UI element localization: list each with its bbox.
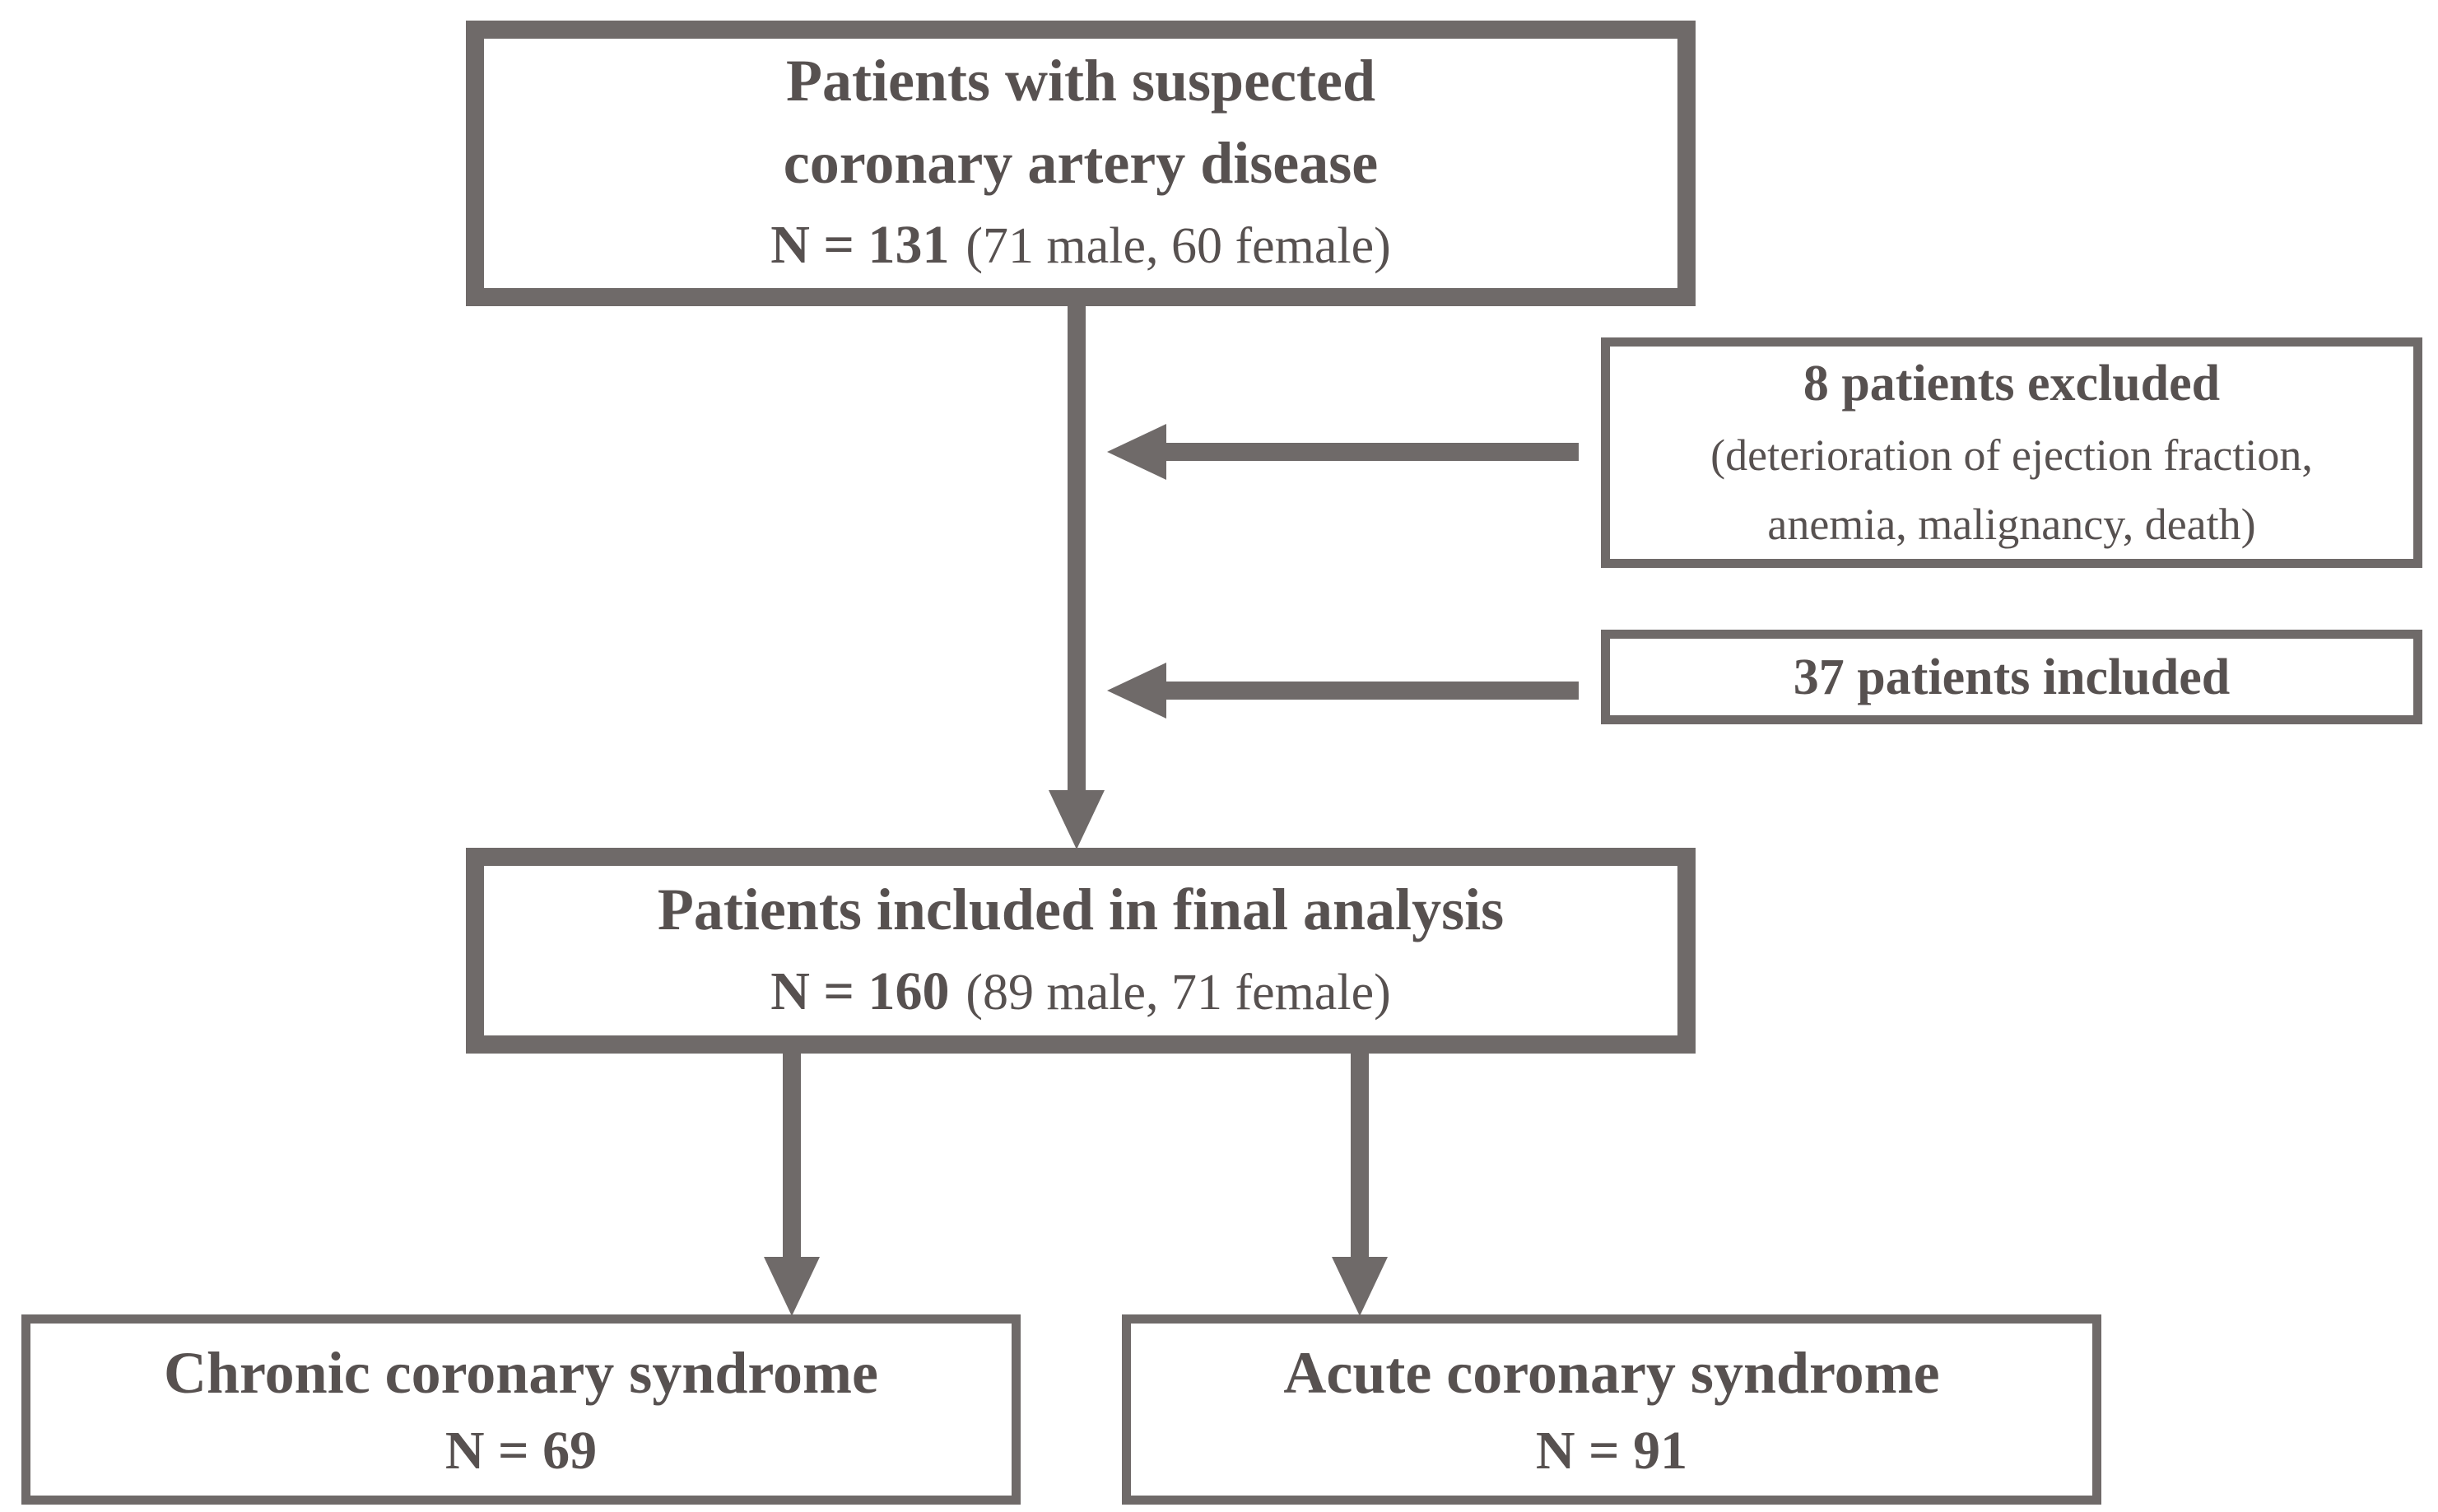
box-title-line: 8 patients excluded bbox=[1803, 356, 2221, 412]
box-detail-line: (deterioration of ejection fraction, bbox=[1710, 430, 2313, 480]
connector-top-to-final-line bbox=[1068, 306, 1086, 792]
flow-box-suspected-cad: Patients with suspected coronary artery … bbox=[466, 21, 1696, 306]
arrow-down-icon bbox=[1049, 790, 1105, 849]
box-title-line: 37 patients included bbox=[1793, 649, 2231, 705]
arrow-down-icon bbox=[764, 1257, 820, 1316]
flow-box-chronic-coronary-syndrome: Chronic coronary syndrome N = 69 bbox=[21, 1314, 1021, 1505]
count-n: N = 69 bbox=[444, 1420, 598, 1481]
count-detail: (71 male, 60 female) bbox=[965, 218, 1391, 274]
flow-box-final-analysis: Patients included in final analysis N = … bbox=[466, 848, 1696, 1054]
arrow-left-icon bbox=[1107, 424, 1166, 480]
box-count-line: N = 160 (89 male, 71 female) bbox=[770, 951, 1391, 1034]
count-n: N = 91 bbox=[1535, 1420, 1688, 1481]
flow-box-excluded: 8 patients excluded (deterioration of ej… bbox=[1601, 337, 2422, 568]
count-n: N = 160 bbox=[770, 961, 950, 1021]
connector-included-line bbox=[1165, 682, 1579, 700]
box-count-line: N = 91 bbox=[1536, 1414, 1687, 1488]
count-detail: (89 male, 71 female) bbox=[965, 964, 1391, 1021]
arrow-left-icon bbox=[1107, 663, 1166, 719]
connector-final-to-chronic-line bbox=[783, 1054, 801, 1258]
box-detail-line: anemia, malignancy, death) bbox=[1767, 500, 2256, 549]
connector-final-to-acute-line bbox=[1351, 1054, 1369, 1258]
box-title-line: Patients included in final analysis bbox=[657, 876, 1505, 942]
flow-box-included: 37 patients included bbox=[1601, 630, 2422, 724]
box-title-line: Chronic coronary syndrome bbox=[163, 1339, 878, 1406]
connector-excluded-line bbox=[1165, 443, 1579, 461]
box-title-line: Patients with suspected bbox=[786, 48, 1375, 114]
count-n: N = 131 bbox=[770, 215, 950, 275]
box-count-line: N = 131 (71 male, 60 female) bbox=[770, 204, 1391, 287]
box-count-line: N = 69 bbox=[445, 1414, 597, 1488]
arrow-down-icon bbox=[1332, 1257, 1388, 1316]
box-title-line: coronary artery disease bbox=[783, 130, 1379, 196]
box-title-line: Acute coronary syndrome bbox=[1283, 1339, 1940, 1406]
flow-box-acute-coronary-syndrome: Acute coronary syndrome N = 91 bbox=[1122, 1314, 2101, 1505]
